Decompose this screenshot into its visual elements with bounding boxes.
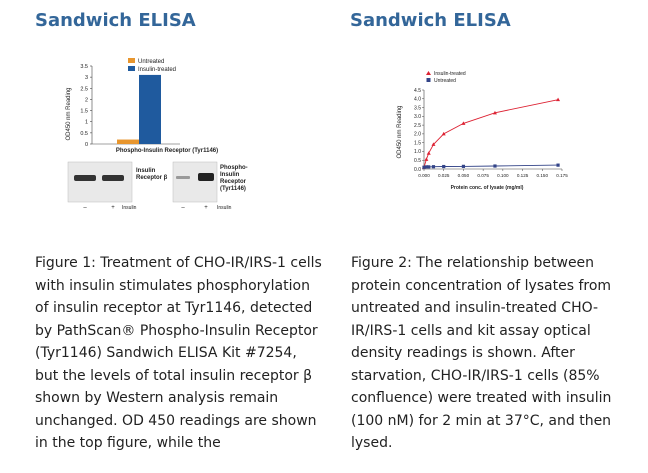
y-axis-label: OD450 nm Reading bbox=[66, 87, 72, 140]
blot-2-insulin-label: Insulin bbox=[217, 205, 232, 211]
western-blot-2: Phospho- Insulin Receptor (Tyr1146) – + … bbox=[172, 161, 248, 211]
y-tick-label: 1 bbox=[85, 120, 88, 126]
blot-2-label-line: Phospho- bbox=[220, 165, 248, 171]
y-tick-label: 1.5 bbox=[414, 140, 421, 146]
blot-2-label-line: Receptor bbox=[220, 179, 247, 185]
figure-1-bar-chart: Untreated Insulin-treated 0 0.5 1 1.5 2 2.5 3 3… bbox=[66, 58, 248, 211]
y-tick-label: 0.0 bbox=[414, 167, 421, 173]
y-tick-label: 3.5 bbox=[414, 105, 421, 111]
blot-1-label-line: Receptor β bbox=[136, 175, 168, 181]
legend-label-insulin-treated: Insulin-treated bbox=[434, 71, 466, 77]
y-tick-label: 2.0 bbox=[414, 132, 421, 138]
blot-band bbox=[74, 175, 96, 181]
bar-untreated bbox=[117, 139, 139, 144]
data-point-insulin-treated bbox=[431, 142, 436, 146]
y-axis-label: OD450 nm Reading bbox=[397, 105, 403, 158]
x-tick-label: 0.075 bbox=[477, 173, 489, 178]
legend: Insulin-treated Untreated bbox=[426, 71, 466, 84]
data-point-insulin-treated bbox=[556, 97, 561, 102]
y-tick-label: 3.0 bbox=[414, 114, 421, 120]
y-tick-label: 0.5 bbox=[80, 131, 88, 137]
data-point-untreated bbox=[442, 164, 446, 169]
x-tick-label: 0.050 bbox=[458, 173, 470, 178]
x-tick-label: 0.125 bbox=[517, 173, 529, 178]
series-points bbox=[422, 97, 561, 169]
blot-band bbox=[198, 173, 214, 181]
legend: Untreated Insulin-treated bbox=[128, 58, 176, 73]
legend-swatch-untreated bbox=[128, 58, 135, 63]
y-tick-label: 1.5 bbox=[80, 109, 88, 115]
y-tick-label: 2 bbox=[85, 97, 88, 103]
data-point-untreated bbox=[493, 164, 497, 168]
figure-2-caption: Figure 2: The relationship between prote… bbox=[351, 255, 612, 451]
y-tick-label: 0.5 bbox=[414, 158, 421, 164]
blot-lane-plus: + bbox=[204, 205, 208, 211]
blot-frame bbox=[172, 161, 218, 203]
data-point-untreated bbox=[461, 164, 466, 168]
legend-swatch-insulin-treated bbox=[128, 66, 135, 71]
x-tick-label: 0.100 bbox=[497, 173, 509, 178]
legend-label-untreated: Untreated bbox=[434, 78, 456, 84]
data-point-insulin-treated bbox=[492, 110, 497, 115]
data-point-untreated bbox=[422, 165, 426, 169]
data-point-insulin-treated bbox=[461, 121, 466, 125]
figure-2-line-chart: Insulin-treated Untreated 0.0 0.5 1.0 1.5 2.… bbox=[397, 71, 568, 191]
blot-lane-minus: – bbox=[181, 205, 185, 211]
y-tick-label: 2.5 bbox=[80, 86, 88, 92]
x-tick-label: 0.150 bbox=[537, 173, 549, 178]
x-axis-label: Phospho-Insulin Receptor (Tyr1146) bbox=[116, 148, 218, 154]
y-tick-label: 4.5 bbox=[414, 88, 421, 94]
data-point-untreated bbox=[556, 163, 560, 167]
x-axis-label: Protein conc. of lysate (mg/ml) bbox=[451, 185, 524, 191]
x-tick-label: 0.025 bbox=[438, 173, 450, 178]
data-point-untreated bbox=[427, 165, 431, 169]
bar-insulin-treated bbox=[139, 74, 161, 144]
y-tick-label: 0 bbox=[85, 142, 88, 148]
axes: 0.0 0.5 1.0 1.5 2.0 2.5 3.0 3.5 4.0 4.5 0.000 0.025… bbox=[414, 88, 568, 178]
data-point-untreated bbox=[431, 165, 436, 169]
legend-marker-untreated bbox=[426, 78, 431, 82]
blot-2-label-line: Insulin bbox=[220, 172, 240, 178]
y-tick-label: 4.0 bbox=[414, 97, 421, 103]
right-section-heading: Sandwich ELISA bbox=[350, 10, 511, 31]
blot-band bbox=[102, 175, 124, 181]
western-blot-1: Insulin Receptor β – + Insulin bbox=[67, 161, 168, 211]
x-tick-label: 0.175 bbox=[556, 173, 568, 178]
y-tick-label: 2.5 bbox=[414, 123, 421, 129]
data-point-insulin-treated bbox=[424, 157, 429, 161]
blot-lane-plus: + bbox=[111, 205, 115, 211]
y-tick-label: 3 bbox=[85, 75, 88, 81]
blot-frame bbox=[67, 161, 133, 203]
figure-1-caption: Figure 1: Treatment of CHO-IR/IRS-1 cell… bbox=[35, 255, 322, 451]
data-point-insulin-treated bbox=[441, 131, 446, 136]
blot-2-label-line: (Tyr1146) bbox=[220, 186, 246, 192]
bars bbox=[117, 74, 161, 144]
y-axis: 0 0.5 1 1.5 2 2.5 3 3.5 bbox=[80, 64, 180, 148]
x-tick-label: 0.000 bbox=[418, 173, 430, 178]
left-section-heading: Sandwich ELISA bbox=[35, 10, 196, 31]
data-point-untreated bbox=[424, 165, 428, 169]
blot-1-label-line: Insulin bbox=[136, 168, 156, 174]
blot-1-insulin-label: Insulin bbox=[122, 205, 137, 211]
blot-band bbox=[176, 176, 190, 179]
legend-marker-insulin-treated bbox=[426, 71, 431, 75]
data-point-insulin-treated bbox=[426, 151, 431, 155]
y-tick-label: 3.5 bbox=[80, 64, 88, 70]
y-tick-label: 1.0 bbox=[414, 149, 421, 155]
blot-lane-minus: – bbox=[83, 205, 87, 211]
legend-label-insulin-treated: Insulin-treated bbox=[138, 67, 176, 73]
legend-label-untreated: Untreated bbox=[138, 59, 164, 65]
